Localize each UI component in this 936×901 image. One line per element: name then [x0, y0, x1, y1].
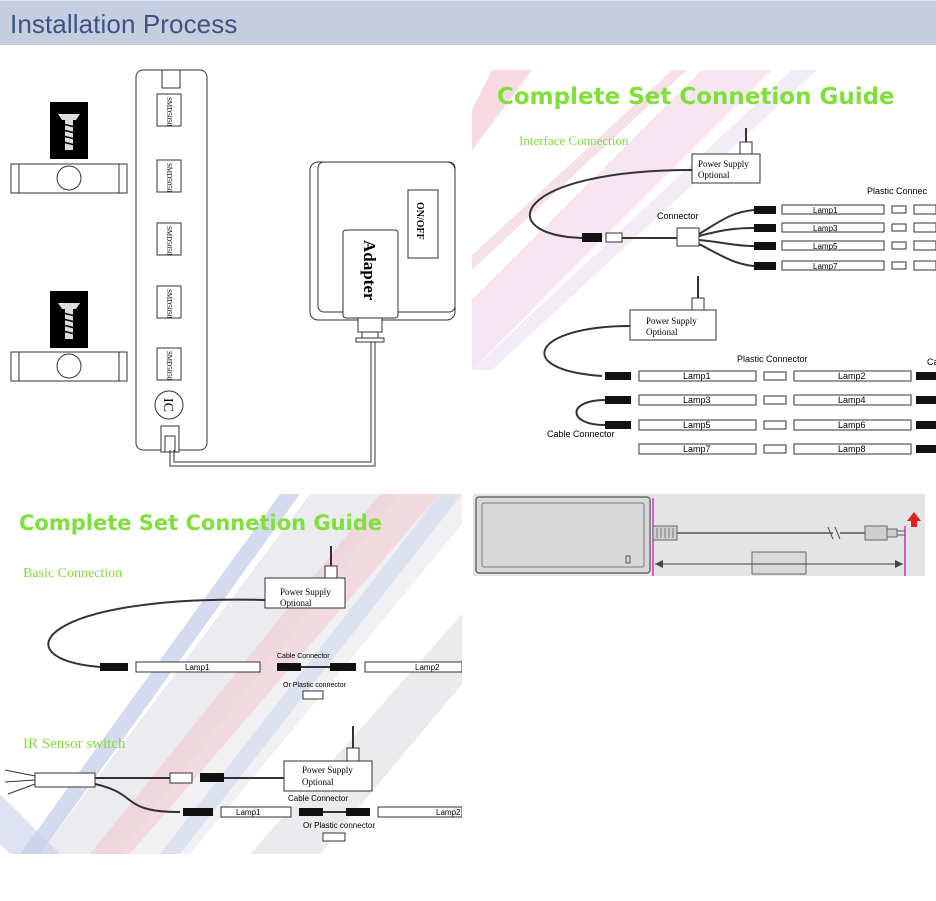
plastic-connector-label: Plastic Connec — [867, 186, 928, 196]
section-header: Installation Process — [0, 0, 936, 45]
led-strip: SMD5050 SMD5050 SMD5050 SMD5050 SMD5050 … — [135, 69, 208, 453]
svg-text:Lamp8: Lamp8 — [838, 444, 866, 454]
section-title: Installation Process — [10, 9, 238, 39]
guide-title: Complete Set Connetion Guide — [497, 84, 895, 110]
svg-text:Lamp1: Lamp1 — [813, 206, 838, 215]
svg-text:Lamp6: Lamp6 — [838, 420, 866, 430]
svg-text:Lamp7: Lamp7 — [683, 444, 711, 454]
svg-text:Lamp3: Lamp3 — [683, 395, 711, 405]
power-supply: Power Supply Optional — [264, 546, 346, 609]
plastic-connector-label: Plastic Connector — [737, 354, 808, 364]
smd-label: SMD5050 — [165, 97, 173, 127]
smd-label: SMD5050 — [165, 289, 173, 319]
svg-text:Optional: Optional — [280, 598, 312, 608]
power-supply: Power Supply Optional — [283, 726, 373, 792]
mounting-clip — [10, 351, 128, 382]
svg-text:Lamp7: Lamp7 — [813, 262, 838, 271]
svg-text:Lamp1: Lamp1 — [683, 371, 711, 381]
svg-text:Lamp1: Lamp1 — [236, 808, 261, 817]
svg-text:Lamp2: Lamp2 — [415, 663, 440, 672]
ir-sensor-module — [4, 769, 96, 795]
screw-icon — [50, 291, 88, 348]
installation-diagram-strip: SMD5050 SMD5050 SMD5050 SMD5050 SMD5050 … — [0, 62, 465, 472]
svg-text:Power Supply: Power Supply — [302, 765, 353, 775]
adapter-label: Adapter — [360, 240, 379, 301]
power-supply: Power Supply Optional — [629, 276, 717, 341]
svg-text:Power Supply: Power Supply — [280, 587, 331, 597]
power-supply: Power Supply Optional — [691, 128, 761, 184]
svg-text:Optional: Optional — [646, 327, 678, 337]
connection-guide-interface: Complete Set Connetion Guide Interface C… — [472, 70, 936, 465]
svg-text:Ca: Ca — [927, 357, 936, 367]
connection-guide-basic: Complete Set Connetion Guide Basic Conne… — [0, 494, 462, 854]
power-adapter: Adapter ON/OFF — [309, 161, 456, 343]
smd-label: SMD5050 — [165, 163, 173, 193]
svg-text:Lamp1: Lamp1 — [185, 663, 210, 672]
ic-label: IC — [160, 398, 175, 412]
plastic-connector-note: Or Plastic connector — [283, 682, 347, 689]
svg-text:Lamp5: Lamp5 — [813, 242, 838, 251]
svg-text:Lamp2: Lamp2 — [436, 808, 461, 817]
svg-text:Power Supply: Power Supply — [698, 159, 749, 169]
adapter-dimension-diagram — [473, 494, 925, 576]
switch-label: ON/OFF — [414, 202, 425, 240]
power-brick — [475, 496, 651, 574]
svg-text:Lamp3: Lamp3 — [813, 224, 838, 233]
cable-connector-label: Cable Connector — [547, 429, 615, 439]
interface-subtitle: Interface Connection — [519, 133, 629, 148]
svg-text:Lamp5: Lamp5 — [683, 420, 711, 430]
screw-icon — [50, 102, 88, 159]
cable-connector-label: Cable Connector — [277, 653, 330, 660]
cable-connector-label: Cable Connector — [288, 794, 348, 803]
svg-text:Lamp2: Lamp2 — [838, 371, 866, 381]
svg-text:Power Supply: Power Supply — [646, 316, 697, 326]
guide-title: Complete Set Connetion Guide — [19, 511, 382, 535]
smd-label: SMD5050 — [165, 226, 173, 256]
connector-label: Connector — [657, 211, 699, 221]
mounting-clip — [10, 163, 128, 194]
svg-text:Lamp4: Lamp4 — [838, 395, 866, 405]
basic-connection-label: Basic Connection — [23, 566, 122, 581]
smd-label: SMD5050 — [165, 351, 173, 381]
top-lamp-row: Lamp1 Lamp3 Lamp5 Lamp7 — [754, 204, 936, 271]
ir-sensor-label: IR Sensor switch — [23, 736, 126, 752]
arrow-up-icon — [907, 512, 921, 527]
svg-text:Optional: Optional — [302, 777, 334, 787]
svg-text:Optional: Optional — [698, 170, 730, 180]
plastic-connector-note: Or Plastic connector — [303, 821, 375, 830]
lamp-grid: Lamp1 Lamp2 Lamp3 Lamp4 Lamp5 Lamp6 Lamp… — [605, 370, 936, 455]
